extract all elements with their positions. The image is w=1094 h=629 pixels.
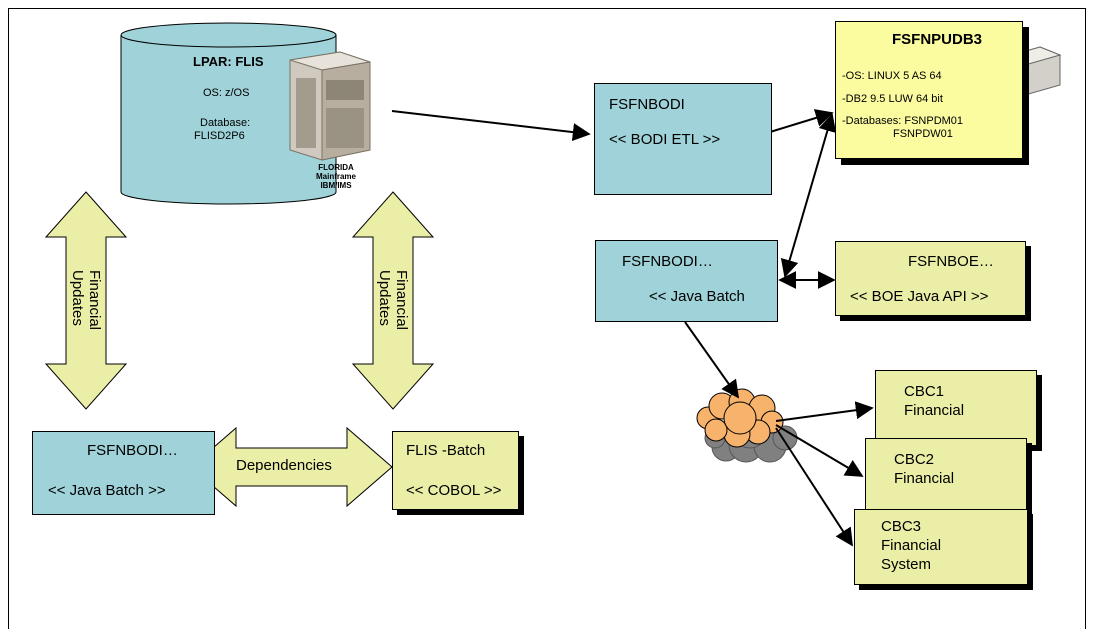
network-cloud-icon	[696, 388, 798, 463]
flis-batch-role: << COBOL >>	[406, 482, 502, 499]
lpar-title: LPAR: FLIS	[193, 54, 264, 69]
fsfnpudb3-os: -OS: LINUX 5 AS 64	[842, 70, 942, 82]
fsfnpudb3-name: FSFNPUDB3	[892, 31, 983, 48]
fsfnbodi-java2-name: FSFNBODI…	[87, 442, 178, 459]
fsfnboe-box: FSFNBOE… << BOE Java API >>	[835, 241, 1026, 316]
cbc2-box: CBC2 Financial	[865, 438, 1027, 514]
fsfnbodi-etl-name: FSFNBODI	[609, 96, 685, 113]
left-updates-arrow	[44, 191, 128, 410]
bodi-etl-to-db-arrow	[769, 109, 834, 133]
fsfnbodi-java-name: FSFNBODI…	[622, 253, 713, 270]
lpar-db-name: FLISD2P6	[194, 130, 245, 142]
fsfnpudb3-db2: -DB2 9.5 LUW 64 bit	[842, 93, 943, 105]
diagram-frame	[8, 8, 1086, 629]
fsfnbodi-etl-box: FSFNBODI << BODI ETL >>	[594, 83, 772, 195]
lpar-os: OS: z/OS	[203, 87, 250, 99]
fsfnbodi-java-box: FSFNBODI… << Java Batch	[595, 240, 778, 322]
java-batch-to-cloud-arrow	[684, 321, 740, 399]
fsfnboe-name: FSFNBOE…	[908, 253, 994, 270]
cbc3-label: CBC3 Financial System	[881, 518, 942, 573]
fsfnpudb3-box: FSFNPUDB3 -OS: LINUX 5 AS 64 -DB2 9.5 LU…	[835, 21, 1023, 159]
mainframe-server-icon	[289, 51, 371, 161]
cbc1-label: CBC1 Financial	[904, 383, 965, 419]
lpar-to-bodi-etl-arrow	[391, 110, 591, 142]
connectors	[391, 109, 874, 547]
cloud-to-cbc3-arrow	[775, 427, 853, 547]
flis-batch-box: FLIS -Batch << COBOL >>	[392, 431, 519, 510]
left-updates-label: Financial Updates	[69, 269, 103, 331]
cloud-to-cbc2-arrow	[775, 424, 864, 477]
fsfnpudb3-databases: -Databases: FSNPDM01	[842, 115, 964, 127]
dependencies-label: Dependencies	[236, 457, 332, 474]
cbc2-label: CBC2 Financial	[894, 451, 955, 487]
flis-batch-name: FLIS -Batch	[406, 442, 486, 459]
cbc1-box: CBC1 Financial	[875, 370, 1037, 446]
fsfnpudb3-databases-2: FSNPDW01	[893, 128, 953, 140]
cloud-to-cbc1-arrow	[775, 401, 874, 422]
right-updates-label: Financial Updates	[376, 269, 410, 331]
cbc3-box: CBC3 Financial System	[854, 509, 1028, 585]
fsfnbodi-java-role: << Java Batch	[649, 288, 745, 305]
right-updates-arrow	[351, 191, 435, 410]
fsfnbodi-etl-role: << BODI ETL >>	[609, 131, 721, 148]
fsfnboe-role: << BOE Java API >>	[850, 288, 989, 305]
java-batch-to-db-arrow	[780, 113, 837, 278]
fsfnbodi-java2-box: FSFNBODI… << Java Batch >>	[32, 431, 215, 515]
fsfnbodi-java2-role: << Java Batch >>	[48, 482, 166, 499]
lpar-db-label: Database:	[200, 117, 251, 129]
mainframe-caption: FLORIDA Mainframe IBM/IMS	[315, 163, 356, 190]
